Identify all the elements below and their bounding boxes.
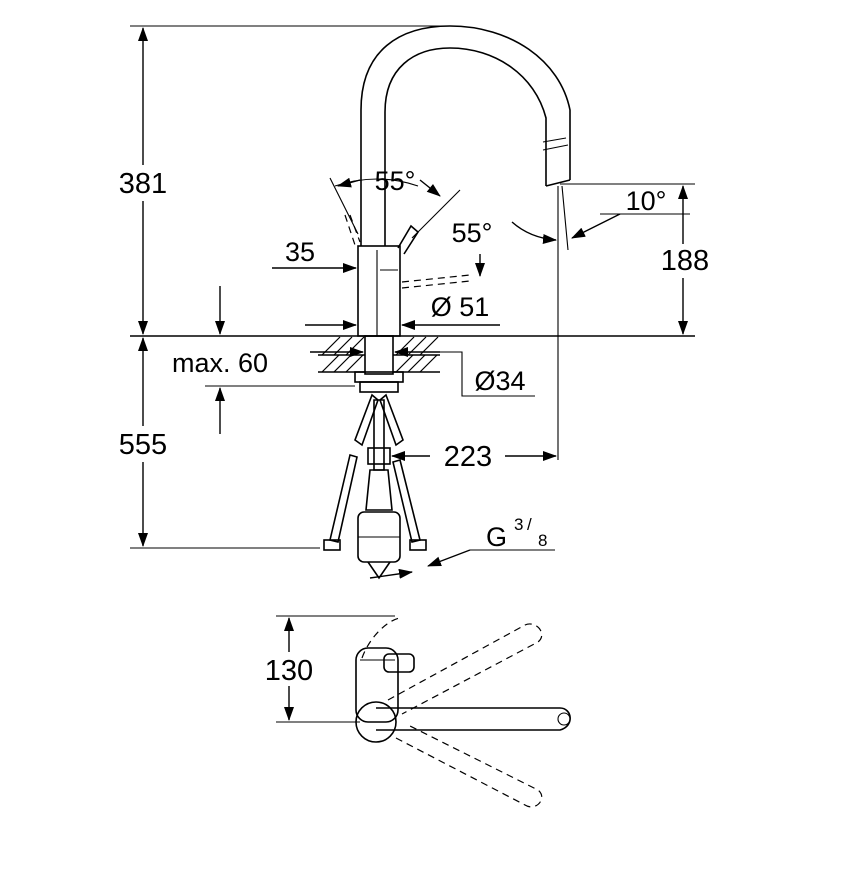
spout-height-label: 188 bbox=[661, 245, 709, 277]
plan-view: 130 bbox=[258, 615, 571, 808]
dimension-381-label: 381 bbox=[119, 168, 167, 200]
angle-right-label: 55° bbox=[452, 218, 493, 248]
svg-text:G: G bbox=[486, 522, 507, 552]
svg-text:/: / bbox=[527, 515, 532, 534]
dimension-555-label: 555 bbox=[119, 429, 167, 461]
supply-hoses bbox=[323, 393, 427, 580]
spout-reach-label: 223 bbox=[444, 441, 492, 473]
connection-label: G 3 / 8 bbox=[486, 515, 547, 552]
plan-depth-label: 130 bbox=[265, 655, 313, 687]
lever-offset-label: 35 bbox=[285, 237, 315, 267]
body-diameter-label: Ø 51 bbox=[431, 292, 490, 322]
faucet-spout bbox=[360, 25, 571, 246]
svg-text:3: 3 bbox=[514, 515, 523, 534]
hole-diameter-label: Ø34 bbox=[474, 366, 525, 396]
max-thickness-label: max. 60 bbox=[172, 348, 268, 378]
svg-text:8: 8 bbox=[538, 531, 547, 550]
angle-left-label: 55° bbox=[375, 166, 416, 196]
mounting-assembly bbox=[318, 335, 440, 393]
spray-angle-label: 10° bbox=[626, 186, 667, 216]
